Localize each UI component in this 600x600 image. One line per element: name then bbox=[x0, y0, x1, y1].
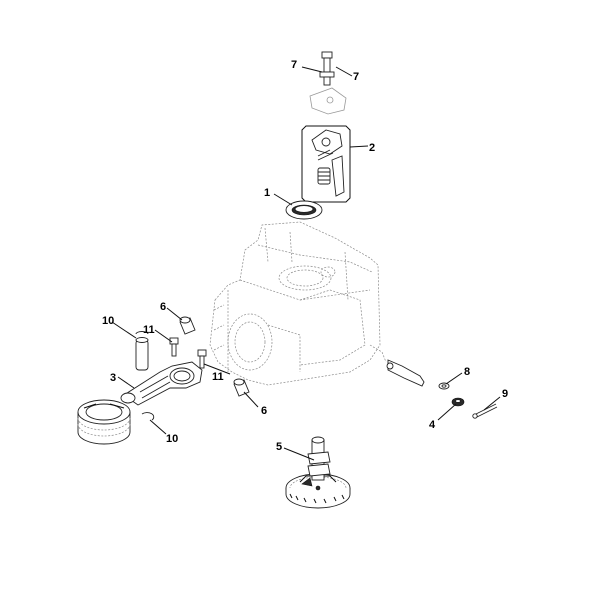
callout-7-left: 7 bbox=[291, 59, 297, 71]
callout-11-lower: 11 bbox=[212, 371, 224, 383]
oil-seal-part-1 bbox=[285, 200, 323, 220]
leader-lines bbox=[111, 66, 501, 461]
callout-11-upper: 11 bbox=[143, 324, 155, 336]
cover-plate bbox=[309, 87, 347, 115]
callout-9: 9 bbox=[502, 388, 508, 400]
governor-kit-part-2 bbox=[301, 125, 351, 203]
callout-8: 8 bbox=[464, 366, 470, 378]
callout-1: 1 bbox=[264, 187, 270, 199]
washer-part-8 bbox=[438, 382, 450, 390]
camshaft-part-5 bbox=[285, 436, 351, 509]
connecting-rod-part-3 bbox=[120, 361, 203, 406]
piston bbox=[77, 399, 131, 445]
callout-6-lower: 6 bbox=[261, 405, 267, 417]
callout-3: 3 bbox=[110, 372, 116, 384]
cotter-pin-part-9 bbox=[472, 403, 498, 419]
wrist-pin-clip bbox=[141, 412, 155, 421]
bolt-part-7 bbox=[319, 51, 335, 86]
callout-10-lower: 10 bbox=[166, 433, 178, 445]
callout-2: 2 bbox=[369, 142, 375, 154]
callout-5: 5 bbox=[276, 441, 282, 453]
wrist-pin bbox=[135, 331, 149, 371]
callout-10-upper: 10 bbox=[102, 315, 114, 327]
rod-bolt-upper bbox=[169, 337, 179, 357]
rod-bolt-lower bbox=[197, 349, 207, 369]
governor-shaft bbox=[386, 359, 425, 387]
dowel-pin-upper bbox=[179, 316, 196, 335]
callout-6-upper: 6 bbox=[160, 301, 166, 313]
bushing-part-4 bbox=[451, 397, 465, 407]
dowel-pin-lower bbox=[233, 378, 250, 397]
callout-7-right: 7 bbox=[353, 71, 359, 83]
callout-4: 4 bbox=[429, 419, 436, 431]
crankcase bbox=[209, 221, 387, 386]
